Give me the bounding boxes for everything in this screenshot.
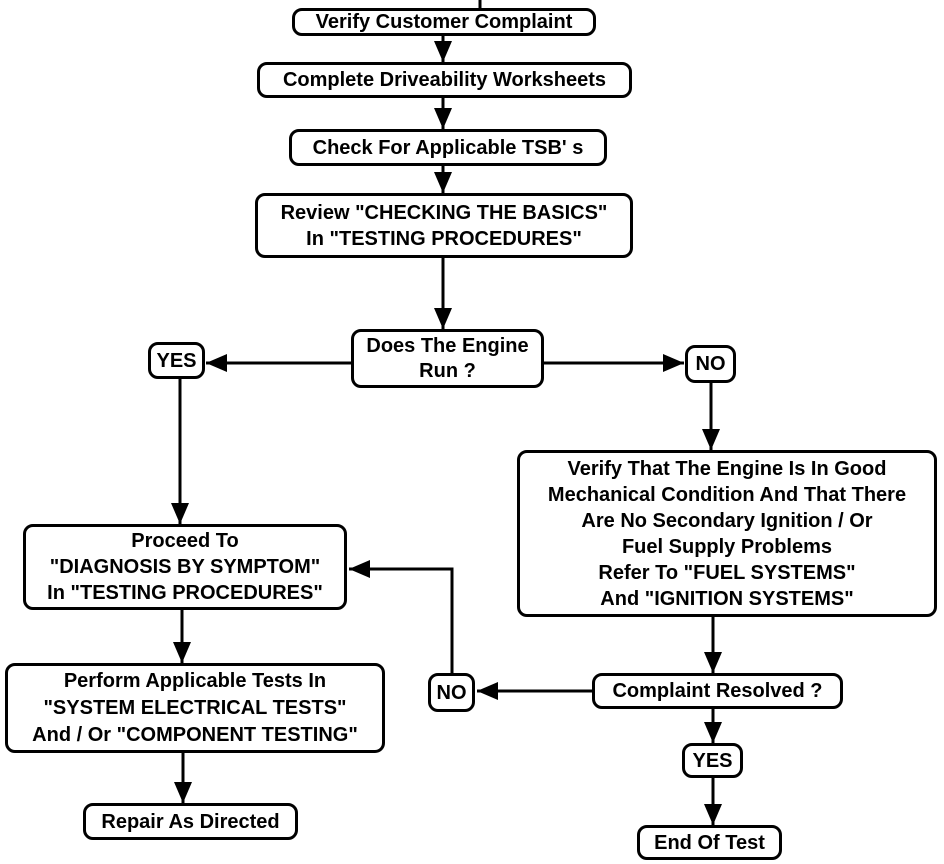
node-label: Complete Driveability Worksheets <box>282 69 607 91</box>
node-label: In "TESTING PROCEDURES" <box>306 227 582 250</box>
node-label: YES <box>156 349 197 372</box>
node-verify-customer-complaint: Verify Customer Complaint <box>292 8 596 36</box>
node-label: Are No Secondary Ignition / Or <box>581 509 873 532</box>
node-end-of-test: End Of Test <box>637 825 782 860</box>
node-yes-engine-runs: YES <box>148 342 205 379</box>
node-label: And / Or "COMPONENT TESTING" <box>32 723 358 746</box>
node-label: YES <box>692 749 733 772</box>
node-label: Complaint Resolved ? <box>612 680 823 702</box>
node-label: Run ? <box>419 359 476 382</box>
node-label: Proceed To <box>131 530 239 552</box>
node-no-complaint-not-resolved: NO <box>428 673 475 712</box>
node-label: Repair As Directed <box>101 810 280 833</box>
node-complaint-resolved-decision: Complaint Resolved ? <box>592 673 843 709</box>
node-label: End Of Test <box>654 831 765 854</box>
node-does-engine-run-decision: Does The Engine Run ? <box>351 329 544 388</box>
node-perform-applicable-tests: Perform Applicable Tests In "SYSTEM ELEC… <box>5 663 385 753</box>
node-review-checking-basics: Review "CHECKING THE BASICS" In "TESTING… <box>255 193 633 258</box>
node-proceed-diagnosis-by-symptom: Proceed To "DIAGNOSIS BY SYMPTOM" In "TE… <box>23 524 347 610</box>
node-label: Perform Applicable Tests In <box>63 669 327 692</box>
node-label: Check For Applicable TSB' s <box>312 136 584 159</box>
node-label: Review "CHECKING THE BASICS" <box>280 201 608 224</box>
node-label: "SYSTEM ELECTRICAL TESTS" <box>43 696 347 719</box>
node-label: Mechanical Condition And That There <box>547 483 907 506</box>
node-label: Does The Engine <box>366 334 529 357</box>
node-no-engine-runs: NO <box>685 345 736 383</box>
node-label: "DIAGNOSIS BY SYMPTOM" <box>49 556 321 578</box>
node-label: NO <box>695 353 726 375</box>
node-label: Fuel Supply Problems <box>621 535 833 558</box>
node-label: In "TESTING PROCEDURES" <box>47 582 323 604</box>
node-verify-engine-condition: Verify That The Engine Is In Good Mechan… <box>517 450 937 617</box>
node-check-applicable-tsbs: Check For Applicable TSB' s <box>289 129 607 166</box>
node-repair-as-directed: Repair As Directed <box>83 803 298 840</box>
node-label: Refer To "FUEL SYSTEMS" <box>598 561 856 584</box>
node-label: NO <box>436 681 467 704</box>
node-yes-complaint-resolved: YES <box>682 743 743 778</box>
node-label: Verify That The Engine Is In Good <box>567 457 887 480</box>
node-complete-driveability-worksheets: Complete Driveability Worksheets <box>257 62 632 98</box>
node-label: Verify Customer Complaint <box>315 11 573 33</box>
node-label: And "IGNITION SYSTEMS" <box>600 587 854 610</box>
connector-no-to-proceed <box>349 560 454 673</box>
